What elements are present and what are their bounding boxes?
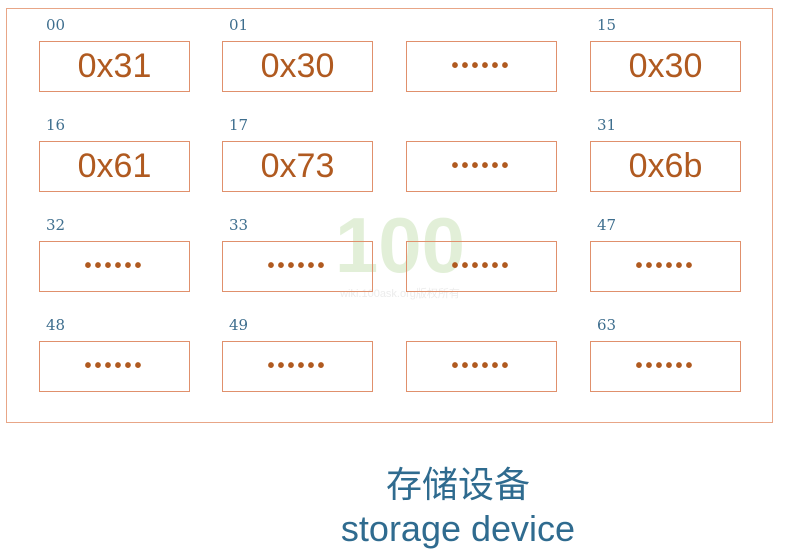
byte-cell: 0x31 xyxy=(39,41,190,92)
byte-index-label: 15 xyxy=(597,16,617,34)
byte-cell: 0x30 xyxy=(590,41,741,92)
watermark-logo: 100 xyxy=(334,201,466,289)
byte-cell: •••••• xyxy=(39,241,190,292)
byte-index-label: 47 xyxy=(597,216,617,234)
caption-chinese: 存储设备 xyxy=(385,465,530,506)
byte-index-label: 49 xyxy=(229,316,249,334)
byte-index-label: 33 xyxy=(229,216,249,234)
byte-index-label: 01 xyxy=(229,16,249,34)
byte-index-label: 00 xyxy=(46,16,66,34)
byte-index-label: 16 xyxy=(46,116,66,134)
byte-cell: 0x61 xyxy=(39,141,190,192)
byte-cell: •••••• xyxy=(406,141,557,192)
byte-cell: •••••• xyxy=(590,241,741,292)
byte-cell: •••••• xyxy=(406,241,557,292)
byte-cell: •••••• xyxy=(222,341,373,392)
byte-cell: 0x6b xyxy=(590,141,741,192)
byte-index-label: 31 xyxy=(597,116,617,134)
storage-device-frame xyxy=(6,8,773,423)
byte-index-label: 48 xyxy=(46,316,66,334)
caption-english: storage device xyxy=(340,508,576,549)
byte-cell: •••••• xyxy=(39,341,190,392)
byte-cell: 0x30 xyxy=(222,41,373,92)
byte-index-label: 32 xyxy=(46,216,66,234)
byte-cell: 0x73 xyxy=(222,141,373,192)
byte-cell: •••••• xyxy=(406,41,557,92)
byte-index-label: 63 xyxy=(597,316,617,334)
byte-cell: •••••• xyxy=(222,241,373,292)
byte-index-label: 17 xyxy=(229,116,249,134)
byte-cell: •••••• xyxy=(406,341,557,392)
byte-cell: •••••• xyxy=(590,341,741,392)
